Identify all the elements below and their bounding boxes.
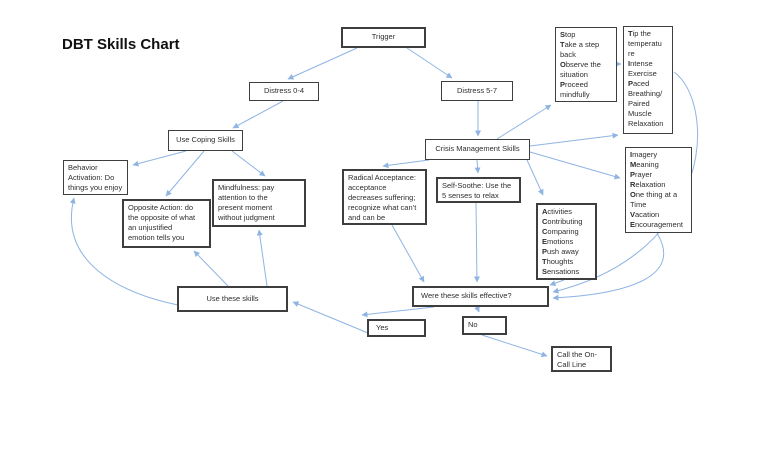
arrow-use_these-to-behavior <box>69 197 179 306</box>
arrow-crisis-to-tip <box>529 132 619 147</box>
arrow-crisis-to-soothe <box>474 159 481 174</box>
node-crisis-management-skills: Crisis Management Skills <box>425 139 530 160</box>
arrow-improve-to-effective <box>552 232 664 301</box>
node-yes: Yes <box>367 319 426 337</box>
arrow-soothe-to-effective <box>473 202 480 283</box>
chart-title: DBT Skills Chart <box>62 36 180 53</box>
arrow-use_coping-to-mindfulness <box>231 150 266 177</box>
arrow-yes-to-use_these <box>292 301 369 334</box>
arrow-use_these-to-mindfulness <box>256 229 268 287</box>
arrow-no-to-call_line <box>481 334 548 358</box>
arrow-use_these-to-opposite <box>193 250 229 287</box>
node-call-line: Call the On-Call Line <box>551 346 612 372</box>
node-use-these-skills: Use these skills <box>177 286 288 312</box>
node-trigger: Trigger <box>341 27 426 48</box>
arrow-use_coping-to-behavior <box>132 150 187 167</box>
arrow-crisis-to-improve <box>529 151 621 180</box>
arrow-radical-to-effective <box>391 224 425 283</box>
arrow-effective-to-no <box>474 305 480 313</box>
node-distress-0-4: Distress 0-4 <box>249 82 319 101</box>
arrow-trigger-to-distress_low <box>287 47 358 80</box>
arrow-effective-to-yes <box>361 306 435 318</box>
node-use-coping-skills: Use Coping Skills <box>168 130 243 151</box>
node-distress-5-7: Distress 5-7 <box>441 81 513 101</box>
arrow-crisis-to-accepts <box>526 159 544 196</box>
arrow-crisis-to-radical <box>382 159 430 169</box>
node-no: No <box>462 316 507 335</box>
arrow-use_coping-to-opposite <box>165 150 205 197</box>
arrow-distress_low-to-use_coping <box>232 100 284 129</box>
node-effectiveness-question: Were these skills effective? <box>412 286 549 307</box>
arrow-crisis-to-stop <box>496 104 552 140</box>
arrow-trigger-to-distress_high <box>406 47 453 79</box>
arrow-accepts-to-effective <box>549 279 565 286</box>
